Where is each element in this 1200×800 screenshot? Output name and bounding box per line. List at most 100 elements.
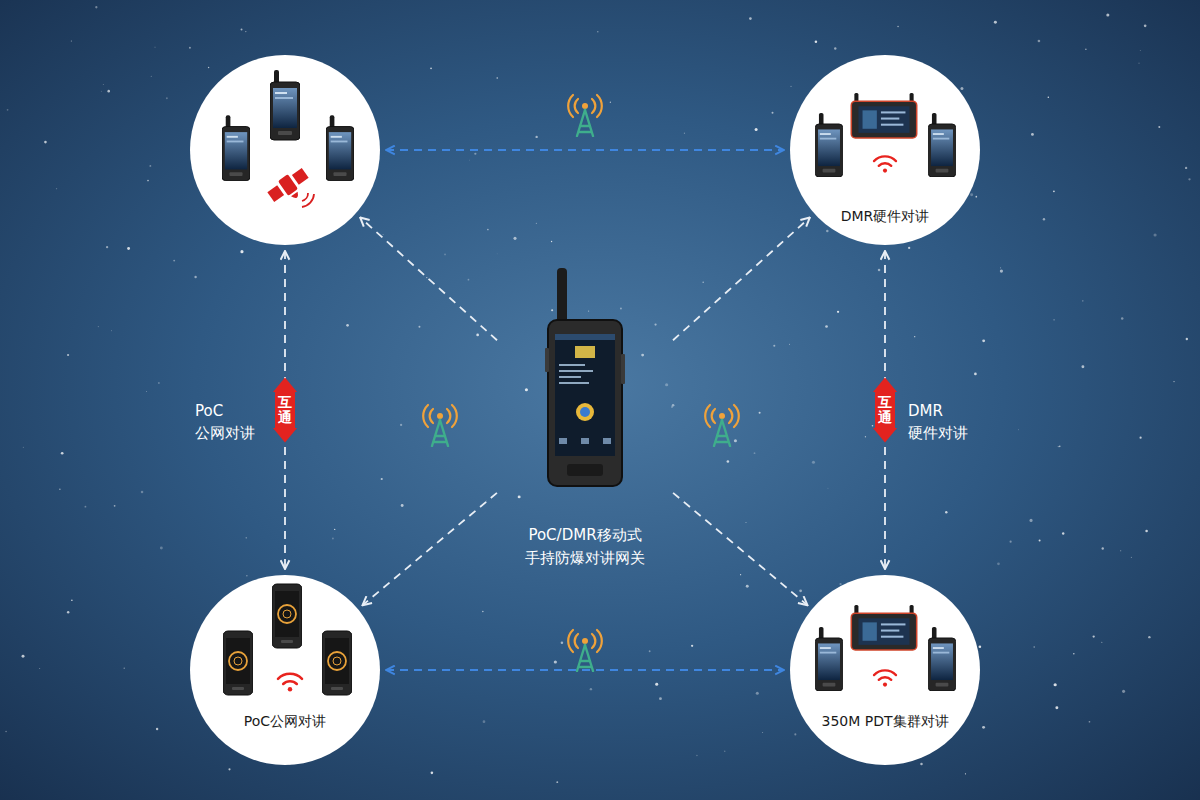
star (914, 336, 915, 337)
star (1039, 539, 1041, 541)
star (745, 522, 747, 524)
star (975, 196, 977, 198)
star (945, 511, 947, 513)
star (22, 655, 25, 658)
star (150, 75, 152, 77)
star (444, 254, 446, 256)
star (101, 91, 102, 92)
star (1139, 437, 1141, 439)
star (1053, 319, 1054, 320)
star (665, 383, 668, 386)
star (156, 728, 158, 730)
star (1058, 446, 1059, 447)
star (812, 461, 815, 464)
star (1038, 40, 1041, 43)
device-group-circle: 350M PDT集群对讲 (790, 575, 980, 765)
star (1082, 300, 1084, 302)
star (908, 247, 910, 249)
star (401, 504, 404, 507)
red-double-arrowhead (273, 378, 297, 393)
dashed-connector (673, 493, 807, 605)
star (920, 763, 923, 766)
dashed-connector (360, 217, 497, 340)
star (95, 6, 97, 8)
star (551, 309, 553, 311)
star (641, 354, 644, 357)
star (525, 388, 528, 391)
star (483, 720, 486, 723)
star (837, 311, 839, 313)
star (124, 667, 125, 668)
device-group-circle: PoC公网对讲 (190, 575, 380, 765)
star (724, 751, 725, 752)
star (762, 732, 764, 734)
star (1148, 636, 1150, 638)
interconnect-badge: 互通 (275, 392, 295, 429)
star (61, 452, 64, 455)
star (965, 773, 966, 774)
star (246, 575, 247, 576)
star (102, 84, 104, 86)
star (878, 269, 881, 272)
dashed-connector (362, 493, 496, 605)
star (997, 562, 1000, 565)
star (497, 77, 498, 78)
star (597, 31, 598, 32)
star (160, 547, 163, 550)
star (1059, 445, 1061, 447)
star (127, 247, 130, 250)
star (789, 343, 791, 345)
star (839, 583, 841, 585)
star (1186, 338, 1188, 340)
star (749, 17, 752, 20)
star (1093, 635, 1095, 637)
red-double-arrowhead (873, 428, 897, 443)
star (146, 391, 148, 393)
device-group-circle (190, 55, 380, 245)
star (147, 180, 149, 182)
star (400, 424, 402, 426)
star (590, 688, 592, 690)
star (246, 537, 247, 538)
star (1120, 550, 1121, 551)
star (1185, 167, 1187, 169)
star (790, 86, 791, 87)
star (381, 478, 383, 480)
dashed-connector (673, 217, 810, 340)
star (1048, 97, 1050, 99)
circle-illustration (190, 575, 380, 765)
star (158, 382, 160, 384)
star (1102, 547, 1104, 549)
star (487, 229, 489, 231)
star (426, 277, 427, 278)
star (974, 373, 977, 376)
star (759, 412, 761, 414)
star (696, 755, 698, 757)
star (1139, 50, 1141, 52)
star (1010, 541, 1012, 543)
tower-icons (423, 95, 739, 671)
star (1101, 642, 1102, 643)
star (815, 41, 817, 43)
star (1000, 267, 1001, 268)
star (1055, 706, 1058, 709)
node-label: 350M PDT集群对讲 (821, 713, 948, 730)
circle-illustration (790, 575, 980, 765)
star (825, 325, 828, 328)
gateway-device: PoC/DMR移动式 手持防爆对讲网关 (500, 268, 670, 571)
interconnect-badge: 互通 (875, 392, 895, 429)
node-label: PoC公网对讲 (244, 713, 326, 730)
star (334, 529, 335, 530)
star (960, 87, 963, 90)
star (418, 326, 420, 328)
star (755, 128, 758, 131)
star (189, 47, 191, 49)
star (1122, 690, 1125, 693)
red-double-arrowhead (273, 428, 297, 443)
star (496, 253, 498, 255)
star (834, 47, 836, 49)
star (1034, 646, 1035, 647)
star (691, 645, 693, 647)
star (173, 260, 175, 262)
star (561, 642, 564, 645)
